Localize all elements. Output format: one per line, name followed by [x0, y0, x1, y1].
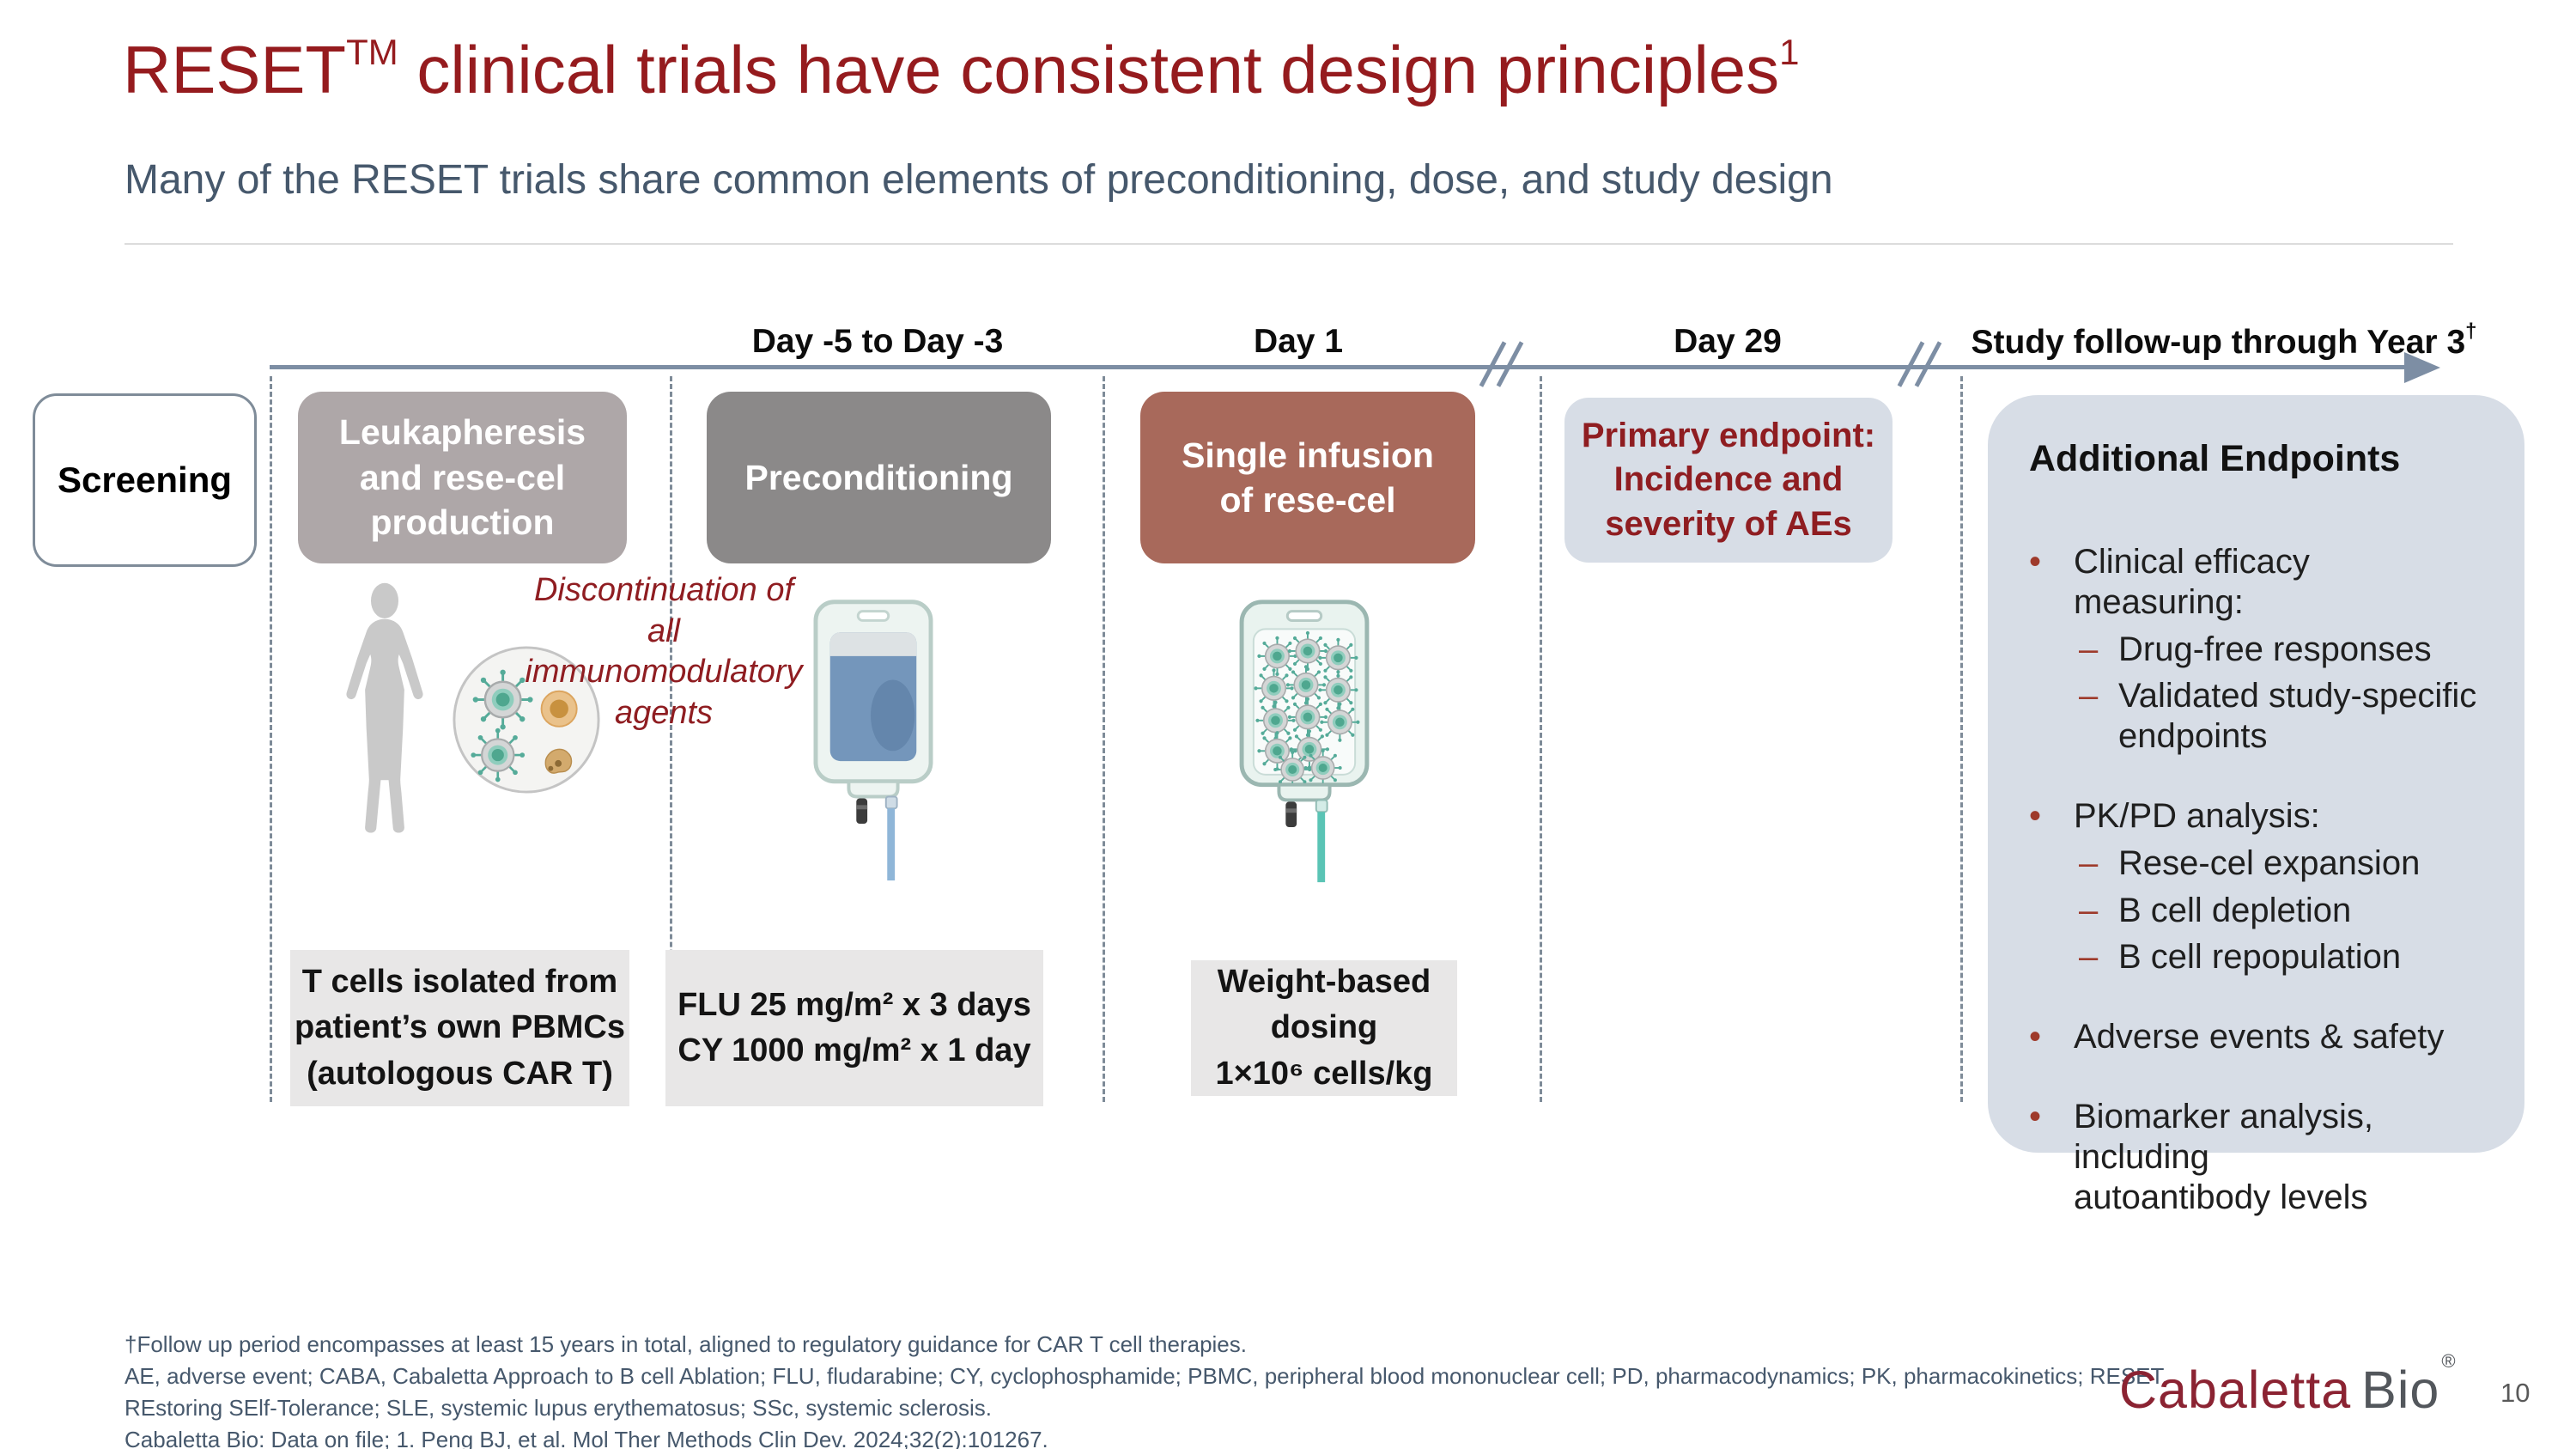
iv-bag-rese-cel-icon	[1239, 600, 1370, 883]
dose-box-weight-based: Weight-based dosing 1×10⁶ cells/kg	[1191, 960, 1457, 1096]
endpoint-sub-label: B cell depletion	[2118, 891, 2352, 929]
phase-divider-dashed	[670, 376, 672, 1102]
divider-line	[125, 243, 2453, 245]
endpoint-sub-label: Drug-free responses	[2118, 630, 2432, 668]
patient-silhouette-icon	[346, 582, 423, 833]
phase-divider-dashed	[270, 376, 272, 1102]
title-rest: clinical trials have consistent design p…	[398, 32, 1780, 107]
endpoint-label: Adverse events & safety	[2074, 1018, 2445, 1056]
endpoint-subitem: B cell depletion	[2029, 891, 2488, 931]
endpoint-group: Biomarker analysis, including autoantibo…	[2029, 1097, 2488, 1217]
followup-text: Study follow-up through Year 3	[1971, 324, 2466, 361]
timeline-label-followup: Study follow-up through Year 3†	[1966, 320, 2482, 362]
blood-cells-circle-icon	[453, 646, 600, 794]
endpoint-item: Clinical efficacy measuring:	[2029, 542, 2488, 623]
endpoint-sub-label: Validated study-specific endpoints	[2118, 677, 2477, 756]
endpoint-item: PK/PD analysis:	[2029, 796, 2488, 837]
trademark-superscript: TM	[346, 32, 398, 72]
timeline-arrowhead-icon	[2404, 352, 2440, 383]
stage-screening: Screening	[33, 393, 257, 567]
endpoint-item: Biomarker analysis, including autoantibo…	[2029, 1097, 2488, 1217]
endpoint-subitem: Drug-free responses	[2029, 630, 2488, 670]
timeline-break-icon	[1479, 339, 1524, 394]
dose-box-t-cells: T cells isolated from patient’s own PBMC…	[290, 950, 629, 1106]
timeline-label-day29: Day 29	[1674, 323, 1782, 360]
dose-box-flu-cy: FLU 25 mg/m² x 3 days CY 1000 mg/m² x 1 …	[665, 950, 1043, 1106]
phase-divider-dashed	[1540, 376, 1542, 1102]
endpoint-label: Biomarker analysis, including autoantibo…	[2074, 1097, 2374, 1216]
timeline-label-day1: Day 1	[1253, 323, 1344, 360]
endpoint-item: Adverse events & safety	[2029, 1017, 2488, 1057]
phase-divider-dashed	[1103, 376, 1105, 1102]
page-title: RESETTM clinical trials have consistent …	[123, 31, 1800, 109]
timeline-break-icon	[1897, 339, 1942, 394]
additional-endpoints-header: Additional Endpoints	[2029, 438, 2401, 479]
footnote-line: Cabaletta Bio: Data on file; 1. Peng BJ,…	[125, 1426, 1048, 1449]
logo-text-primary: Cabaletta	[2119, 1361, 2352, 1419]
additional-endpoints-panel: Additional Endpoints Clinical efficacy m…	[1988, 395, 2524, 1216]
endpoint-label: PK/PD analysis:	[2074, 796, 2320, 835]
logo-text-secondary: Bio	[2361, 1361, 2440, 1419]
endpoint-subitem: B cell repopulation	[2029, 937, 2488, 977]
dagger-superscript: †	[2465, 320, 2477, 343]
stage-leukapheresis: Leukapheresis and rese-cel production	[298, 392, 627, 563]
endpoint-sub-label: Rese-cel expansion	[2118, 843, 2421, 882]
footnote-line: REstoring SElf-Tolerance; SLE, systemic …	[125, 1394, 993, 1421]
footnotes: †Follow up period encompasses at least 1…	[125, 1329, 2168, 1449]
endpoint-sub-label: B cell repopulation	[2118, 938, 2402, 977]
phase-divider-dashed	[1960, 376, 1963, 1102]
page-number: 10	[2500, 1378, 2530, 1408]
endpoint-group: Clinical efficacy measuring: Drug-free r…	[2029, 542, 2488, 757]
footnote-line: AE, adverse event; CABA, Cabaletta Appro…	[125, 1362, 2168, 1389]
stage-single-infusion: Single infusion of rese-cel	[1140, 392, 1475, 563]
endpoint-group: Adverse events & safety	[2029, 1017, 2488, 1057]
footnote-line: †Follow up period encompasses at least 1…	[125, 1331, 1247, 1357]
endpoint-subitem: Rese-cel expansion	[2029, 843, 2488, 884]
endpoint-subitem: Validated study-specific endpoints	[2029, 676, 2488, 757]
title-main: RESET	[123, 32, 347, 107]
reference-superscript: 1	[1779, 32, 1800, 72]
registered-mark: ®	[2441, 1349, 2457, 1372]
timeline-label-day-range: Day -5 to Day -3	[751, 323, 1004, 360]
subtitle: Many of the RESET trials share common el…	[125, 157, 1833, 203]
stage-preconditioning: Preconditioning	[707, 392, 1051, 563]
timeline-line	[270, 365, 2409, 369]
iv-bag-preconditioning-icon	[813, 600, 933, 881]
stage-primary-endpoint: Primary endpoint: Incidence and severity…	[1564, 398, 1893, 563]
endpoint-group: PK/PD analysis: Rese-cel expansion B cel…	[2029, 796, 2488, 977]
discontinuation-note: Discontinuation of all immunomodulatory …	[525, 572, 803, 731]
endpoint-label: Clinical efficacy measuring:	[2074, 543, 2310, 621]
